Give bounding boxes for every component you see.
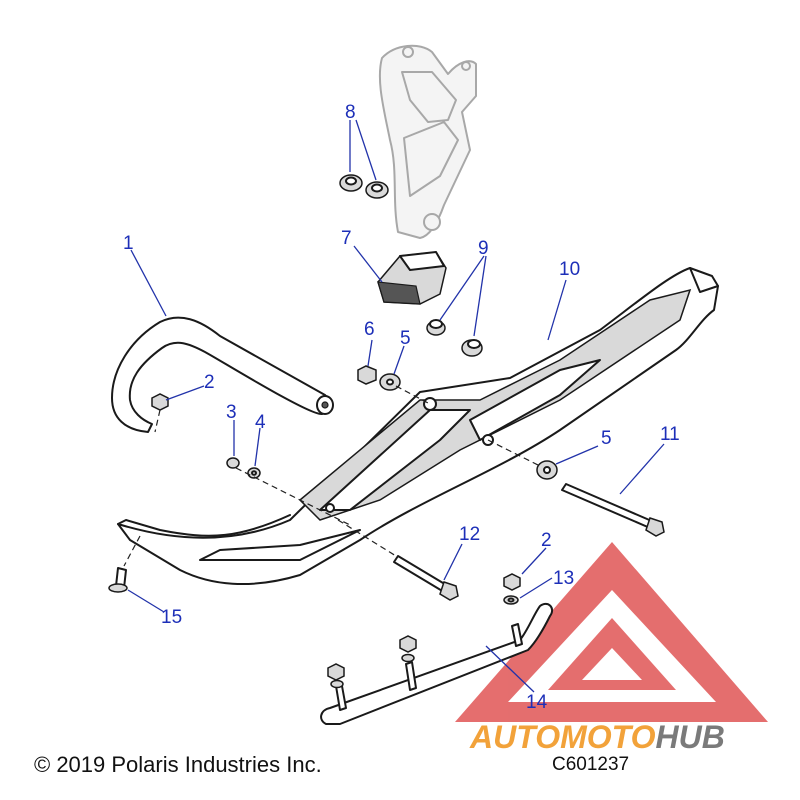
- nut-3: [226, 457, 240, 469]
- wear-block-7: [377, 251, 447, 305]
- copyright-notice: © 2019 Polaris Industries Inc.: [34, 752, 322, 777]
- ski-body-10: [117, 267, 719, 586]
- bolt-15: [108, 567, 128, 593]
- bolt-11: [561, 483, 665, 537]
- washer-13: [503, 595, 519, 605]
- assembly-lines: [123, 385, 541, 567]
- bolt-12: [393, 555, 459, 601]
- bushing-pair-9: [426, 319, 483, 357]
- watermark-moto: MOTO: [560, 719, 656, 755]
- callout-2-handle: 2: [204, 372, 215, 393]
- callout-13: 13: [553, 568, 574, 589]
- watermark-triangle-logo: [455, 542, 768, 722]
- callout-6: 6: [364, 319, 375, 340]
- callout-7: 7: [341, 228, 352, 249]
- watermark-hub: HUB: [655, 719, 724, 755]
- callout-15: 15: [161, 607, 182, 628]
- nut-6: [357, 365, 377, 385]
- washer-4: [247, 467, 261, 479]
- bushing-pair-8: [339, 174, 389, 199]
- washer-5-upper: [379, 373, 401, 391]
- callout-12: 12: [459, 524, 480, 545]
- callout-1: 1: [123, 233, 134, 254]
- callout-5-lower: 5: [601, 428, 612, 449]
- callout-labels: 1 2 3 4 8 7 9 10 6 5 5 11 12 2 13 14 15: [123, 102, 680, 713]
- svg-text:AUTOMOTOHUB: AUTOMOTOHUB: [469, 719, 725, 755]
- callout-5-upper: 5: [400, 328, 411, 349]
- spindle-ghost: [378, 44, 477, 239]
- watermark-auto: AUTO: [469, 719, 560, 755]
- figure-id: C601237: [552, 754, 630, 775]
- callout-11: 11: [660, 424, 680, 445]
- nut-2-carbide: [503, 573, 521, 591]
- callout-8: 8: [345, 102, 356, 123]
- callout-10: 10: [559, 259, 580, 280]
- callout-2-carbide: 2: [541, 530, 552, 551]
- watermark-text: AUTOMOTOHUB: [469, 719, 725, 755]
- callout-9: 9: [478, 238, 489, 259]
- nut-2-handle: [151, 393, 169, 411]
- leader-lines: [127, 119, 665, 693]
- carbide-runner-14: [320, 602, 554, 725]
- handle-loop-1: [111, 316, 334, 433]
- washer-5-lower: [536, 460, 558, 480]
- callout-14: 14: [526, 692, 548, 713]
- callout-4: 4: [255, 412, 266, 433]
- callout-3: 3: [226, 402, 237, 423]
